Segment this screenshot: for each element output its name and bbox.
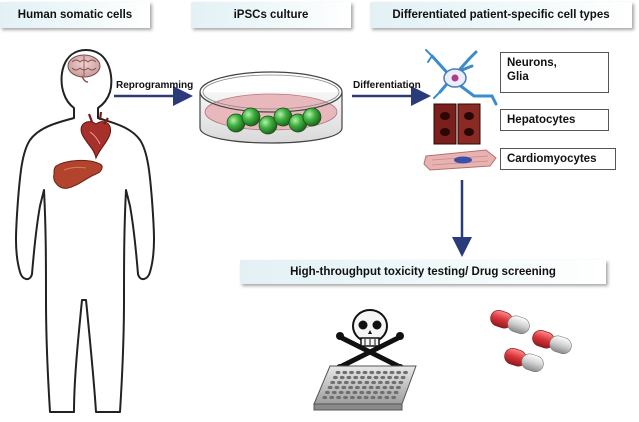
plate-well [386, 390, 392, 395]
brain-icon [67, 54, 101, 83]
banner-human-somatic-cells: Human somatic cells [0, 2, 150, 28]
plate-well [378, 380, 383, 385]
liver-icon [53, 159, 103, 189]
plate-well [343, 380, 349, 385]
neurons-label: Neurons, [507, 57, 557, 69]
heart-icon [80, 111, 112, 160]
plate-well [339, 375, 345, 380]
cardiomyocyte-icon [423, 149, 497, 171]
banner-toxicity-testing: High-throughput toxicity testing/ Drug s… [240, 260, 606, 284]
plate-well [377, 395, 383, 400]
plate-well [384, 395, 390, 400]
plate-well [359, 390, 365, 395]
plate-well [373, 390, 378, 395]
plate-well [379, 390, 385, 395]
differentiation-label: Differentiation [353, 80, 421, 91]
ipsc-colony [302, 107, 322, 127]
plate-well [396, 385, 401, 390]
plate-well [393, 375, 399, 380]
plate-well [336, 395, 341, 400]
plate-well [375, 385, 381, 390]
plate-well [369, 370, 375, 375]
plate-well [342, 370, 348, 375]
plate-well [333, 375, 338, 380]
plate-well [337, 380, 342, 385]
plate-well [371, 380, 376, 385]
neuron-icon [425, 49, 498, 106]
plate-well [398, 380, 404, 385]
skull-crossbones-icon [336, 309, 404, 372]
capsule-pill [490, 309, 530, 335]
plate-well [331, 390, 337, 395]
plate-well [355, 385, 360, 390]
plate-well [348, 385, 353, 390]
plate-well [350, 395, 355, 400]
plate-well [355, 370, 361, 375]
hepatocytes-label-box: Hepatocytes [500, 109, 609, 131]
plate-well [341, 385, 347, 390]
plate-well [382, 370, 388, 375]
banner-ipscs-culture: iPSCs culture [191, 2, 351, 28]
plate-well [327, 385, 333, 390]
plate-well [403, 370, 408, 375]
plate-well [357, 380, 363, 385]
plate-well [334, 385, 340, 390]
plate-well [345, 390, 351, 395]
plate-well [370, 395, 376, 400]
plate-well [396, 370, 402, 375]
plate-well [362, 370, 368, 375]
plate-well [350, 380, 356, 385]
plate-well [380, 375, 386, 380]
plate-well [338, 390, 344, 395]
plate-well [373, 375, 379, 380]
plate-well [360, 375, 365, 380]
ipsc-colonies [226, 107, 322, 135]
plate-well [335, 370, 341, 375]
plate-well [389, 370, 395, 375]
capsules-icon [490, 309, 572, 373]
plate-well [322, 395, 328, 400]
banner-differentiated-cell-types: Differentiated patient-specific cell typ… [370, 2, 632, 28]
neurons-glia-label-box: Neurons, Glia [500, 52, 609, 93]
plate-well [325, 390, 330, 395]
hepatocytes-icon [433, 103, 481, 145]
glia-label: Glia [507, 71, 529, 83]
plate-well [400, 375, 406, 380]
plate-well [387, 375, 392, 380]
multiwell-plate-icon [313, 365, 417, 411]
plate-well [389, 385, 394, 390]
plate-well [382, 385, 388, 390]
plate-well [363, 395, 369, 400]
plate-well [391, 395, 397, 400]
plate-well [368, 385, 374, 390]
reprogramming-label: Reprogramming [116, 80, 194, 91]
plate-well [353, 375, 359, 380]
plate-well [366, 390, 371, 395]
plate-well [361, 385, 367, 390]
capsule-pill [504, 347, 544, 373]
plate-well [384, 380, 390, 385]
plate-well [346, 375, 352, 380]
ipsc-colony [258, 115, 278, 135]
plate-well [393, 390, 399, 395]
plate-well [349, 370, 354, 375]
plate-well [364, 380, 370, 385]
capsule-pill [532, 329, 572, 355]
ipsc-colony [241, 107, 261, 127]
human-body-outline [15, 49, 155, 413]
plate-well [391, 380, 397, 385]
plate-well [376, 370, 381, 375]
plate-well [330, 380, 336, 385]
cardiomyocytes-label-box: Cardiomyocytes [500, 148, 616, 170]
plate-well [366, 375, 372, 380]
plate-well [329, 395, 335, 400]
plate-well [356, 395, 362, 400]
plate-well [343, 395, 348, 400]
plate-well [352, 390, 358, 395]
